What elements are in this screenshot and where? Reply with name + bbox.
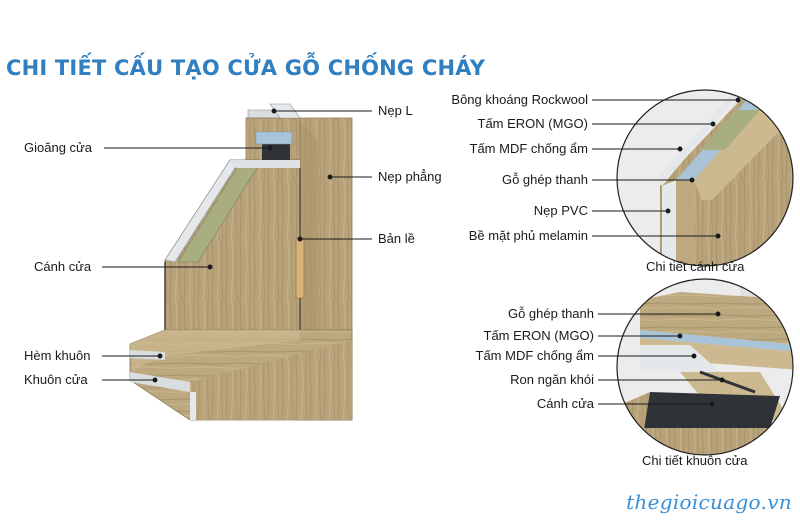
main-leader-lines <box>102 108 372 383</box>
top-detail-item: Tấm MDF chống ẩm <box>469 141 588 156</box>
top-detail-item: Tấm ERON (MGO) <box>477 116 589 131</box>
label-ban-le: Bản lề <box>378 231 415 246</box>
label-hem-khuon: Hèm khuôn <box>24 348 91 363</box>
bottom-detail-caption: Chi tiết khuôn cửa <box>642 453 748 468</box>
bottom-detail-item: Cánh cửa <box>536 396 594 411</box>
top-detail-caption: Chi tiết cánh cửa <box>646 259 745 274</box>
bottom-detail-item: Tấm MDF chống ẩm <box>475 348 594 363</box>
watermark: thegioicuago.vn <box>626 490 792 514</box>
label-khuon-cua: Khuôn cửa <box>24 372 88 387</box>
page-title: CHI TIẾT CẤU TẠO CỬA GỖ CHỐNG CHÁY <box>6 56 486 80</box>
top-detail-item: Gỗ ghép thanh <box>501 172 588 187</box>
detail-top-circle <box>616 89 794 267</box>
top-detail-item: Bông khoáng Rockwool <box>451 92 588 107</box>
label-nep-l: Nẹp L <box>378 103 413 118</box>
hinge <box>295 237 305 299</box>
bottom-detail-item: Ron ngăn khói <box>510 372 594 387</box>
bottom-detail-item: Gỗ ghép thanh <box>507 306 594 321</box>
label-canh-cua: Cánh cửa <box>34 259 92 274</box>
detail-bottom-circle <box>616 278 794 456</box>
bottom-detail-item: Tấm ERON (MGO) <box>483 328 595 343</box>
top-detail-item: Nẹp PVC <box>533 203 588 218</box>
label-nep-phang: Nẹp phẳng <box>378 169 442 184</box>
top-detail-item: Bề mặt phủ melamin <box>468 228 588 243</box>
bottom-leader-lines <box>598 311 725 407</box>
top-leader-lines <box>592 97 741 239</box>
door-frame-section <box>129 103 353 421</box>
label-gioang-cua: Gioăng cửa <box>24 140 92 155</box>
